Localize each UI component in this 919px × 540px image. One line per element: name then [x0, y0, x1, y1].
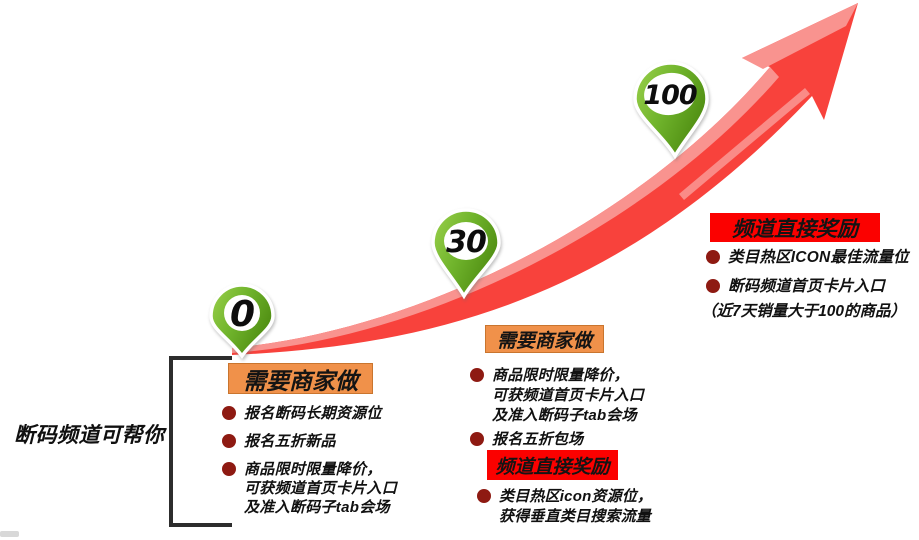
milestone-pin-100: 100 — [633, 61, 709, 160]
stage100-reward-note: （近7天销量大于100的商品） — [701, 303, 906, 320]
stage30-reward-list: 类目热区icon资源位， 获得垂直类目搜索流量 — [477, 487, 667, 527]
stage30-reward-header: 频道直接奖励 — [487, 450, 618, 480]
milestone-pin-30: 30 — [431, 208, 501, 300]
list-item: 商品限时限量降价， 可获频道首页卡片入口 及准入断码子tab会场 — [470, 366, 660, 426]
channel-help-label: 断码频道可帮你 — [14, 424, 165, 447]
list-item: 商品限时限量降价， 可获频道首页卡片入口 及准入断码子tab会场 — [222, 460, 407, 517]
milestone-pin-0: 0 — [209, 283, 275, 360]
list-item: 报名五折包场 — [470, 430, 660, 450]
milestone-value: 100 — [643, 80, 697, 111]
bullet-icon — [706, 279, 720, 293]
list-item-text: 类目热区ICON最佳流量位 — [728, 249, 909, 266]
list-item: 报名断码长期资源位 — [222, 404, 407, 423]
list-item: 报名五折新品 — [222, 432, 407, 451]
stage30-todo-list: 商品限时限量降价， 可获频道首页卡片入口 及准入断码子tab会场 报名五折包场 — [470, 366, 660, 450]
bracket — [169, 356, 232, 527]
bullet-icon — [222, 406, 236, 420]
bullet-icon — [222, 434, 236, 448]
milestone-value: 30 — [446, 225, 486, 260]
arrowhead-highlight — [742, 3, 858, 69]
list-item-text: 类目热区icon资源位， 获得垂直类目搜索流量 — [499, 488, 653, 525]
bullet-icon — [470, 432, 484, 446]
list-item-text: 断码频道首页卡片入口 — [728, 278, 886, 295]
stage0-todo-list: 报名断码长期资源位 报名五折新品 商品限时限量降价， 可获频道首页卡片入口 及准… — [222, 404, 407, 517]
list-item: 类目热区icon资源位， 获得垂直类目搜索流量 — [477, 487, 667, 527]
bullet-icon — [470, 368, 484, 382]
milestone-value: 0 — [230, 294, 254, 335]
bullet-icon — [222, 462, 236, 476]
stage30-todo-header: 需要商家做 — [485, 325, 604, 353]
bullet-icon — [706, 250, 720, 264]
list-item-text: 报名断码长期资源位 — [244, 405, 382, 422]
pin-badge — [444, 222, 488, 260]
growth-arrow-icon — [232, 3, 858, 355]
list-item: 断码频道首页卡片入口 — [706, 277, 911, 297]
bullet-icon — [477, 489, 491, 503]
list-item: 类目热区ICON最佳流量位 — [706, 248, 911, 268]
list-item-text: 报名五折包场 — [492, 431, 584, 448]
pin-badge — [224, 295, 260, 331]
stage100-reward-header: 频道直接奖励 — [710, 213, 880, 242]
arrow-bottom-highlight — [679, 88, 810, 200]
list-item-text: 报名五折新品 — [244, 433, 336, 450]
edge-fragment — [0, 531, 19, 537]
list-item-text: 商品限时限量降价， 可获频道首页卡片入口 及准入断码子tab会场 — [244, 461, 398, 516]
pin-badge — [644, 72, 696, 116]
stage100-reward-list: 类目热区ICON最佳流量位 断码频道首页卡片入口 — [706, 248, 911, 297]
list-item-text: 商品限时限量降价， 可获频道首页卡片入口 及准入断码子tab会场 — [492, 367, 645, 424]
stage0-todo-header: 需要商家做 — [228, 363, 373, 394]
